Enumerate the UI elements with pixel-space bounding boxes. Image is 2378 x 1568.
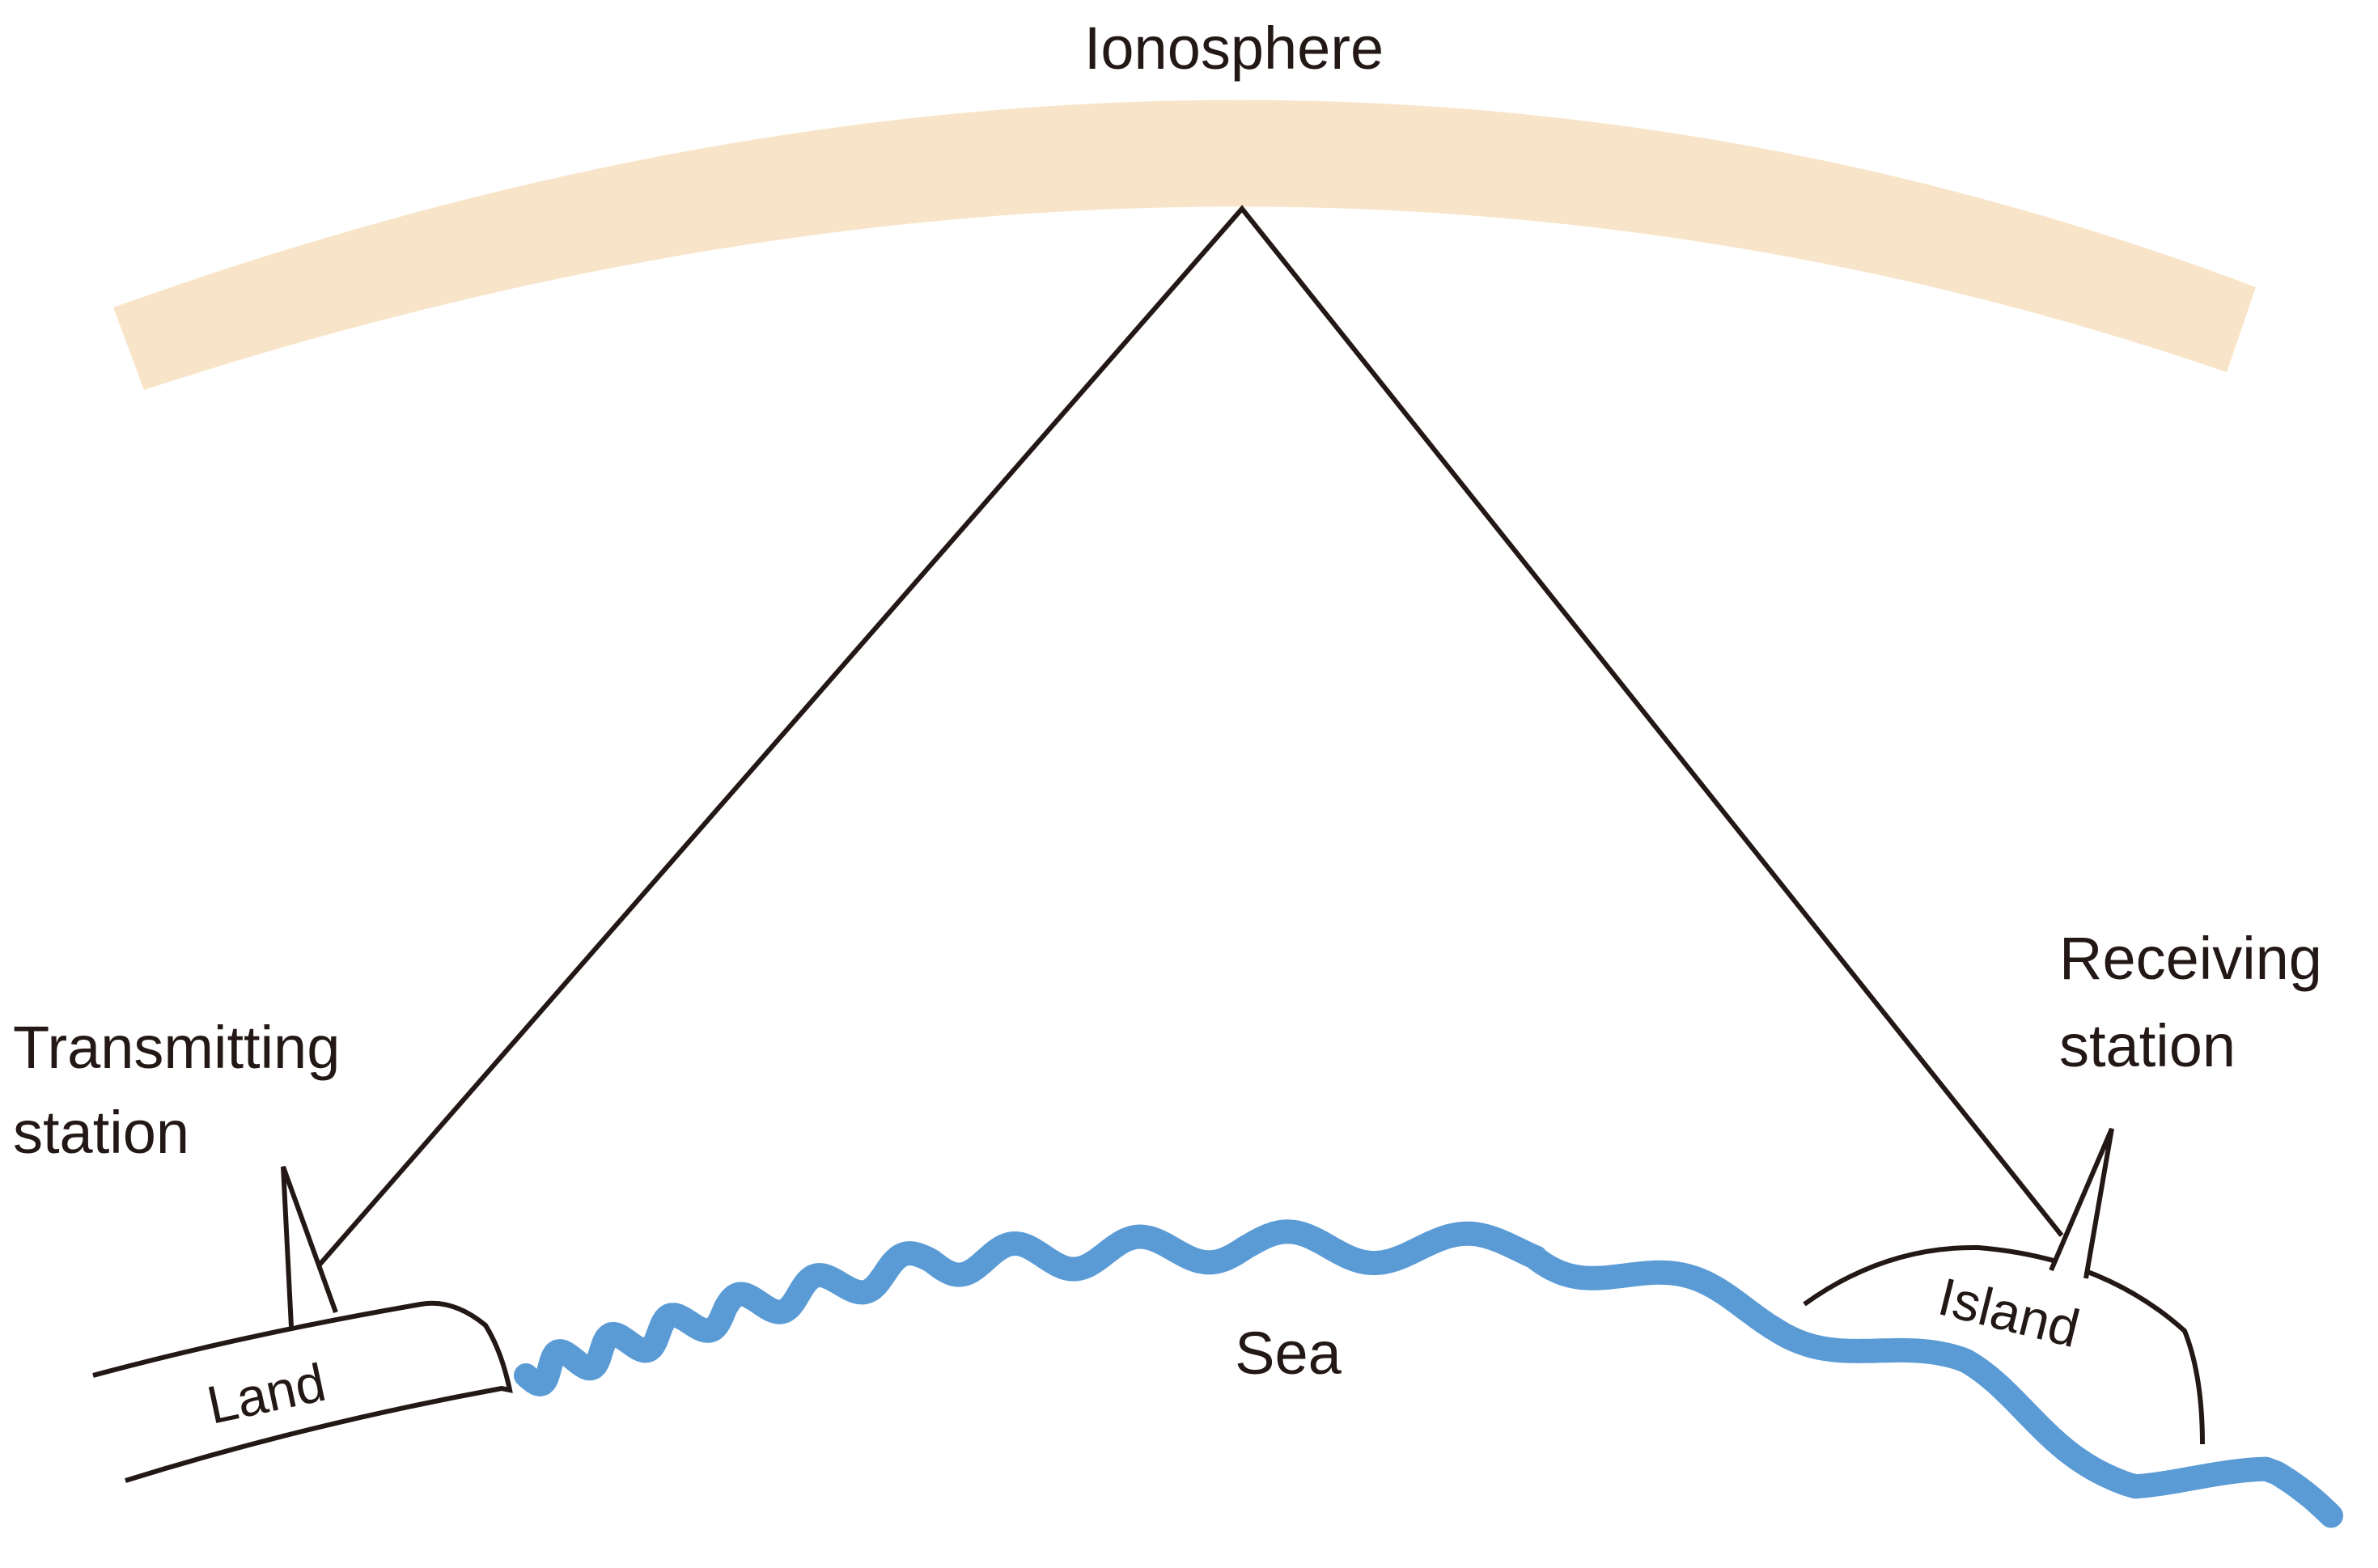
transmitting-station-label-line1: Transmitting [13, 1014, 340, 1081]
land [92, 1300, 513, 1483]
sea-wave [514, 1219, 2343, 1528]
receiving-antenna [2049, 1127, 2114, 1279]
ionosphere-label: Ionosphere [1084, 15, 1384, 82]
land-outline [92, 1300, 513, 1483]
transmitting-station-label-line2: station [13, 1099, 189, 1166]
sea-label: Sea [1235, 1320, 1342, 1387]
ionosphere-band [113, 100, 2256, 390]
receiving-station-label-line2: station [2059, 1012, 2236, 1079]
receiving-station-label-line1: Receiving [2059, 925, 2322, 992]
signal-path [317, 205, 2064, 1266]
transmitting-antenna [281, 1165, 338, 1328]
